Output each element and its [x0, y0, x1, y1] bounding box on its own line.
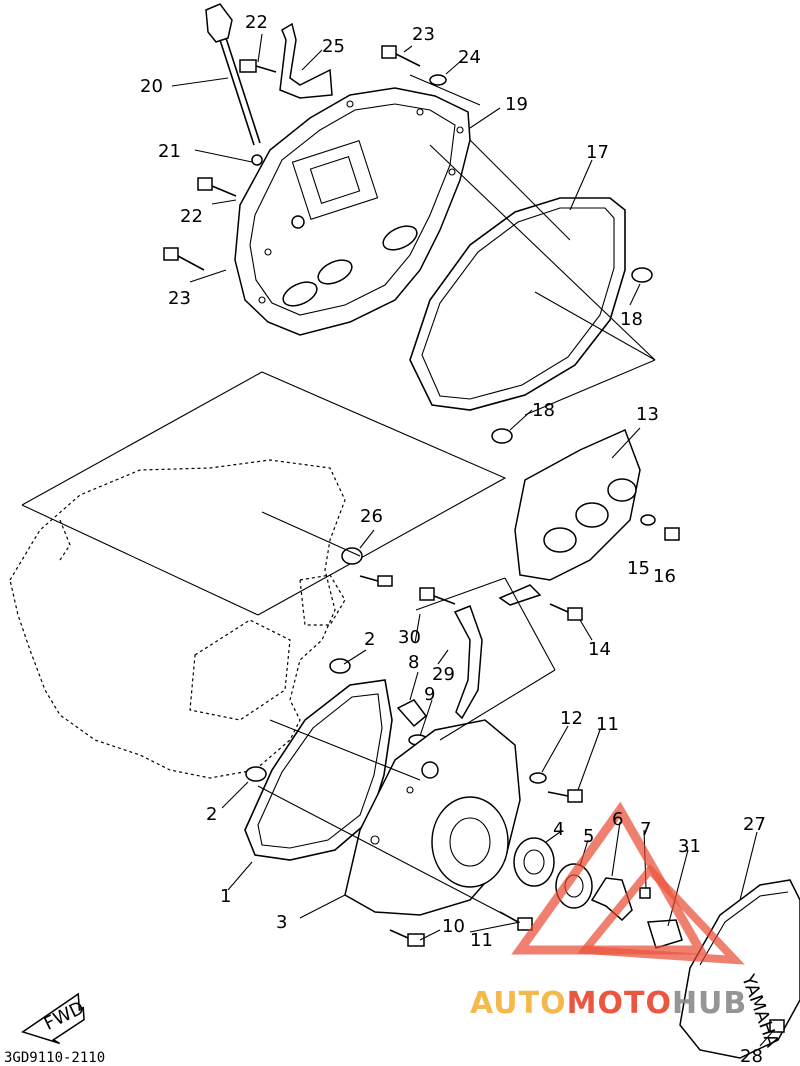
- bolt-16: [664, 527, 680, 541]
- label-22-top: 22: [245, 12, 268, 33]
- bearing-5: [555, 863, 593, 909]
- dowel-26: [341, 547, 363, 565]
- label-23-left: 23: [168, 288, 191, 309]
- crankcase-outline: [9, 459, 346, 779]
- oil-seal-4: [513, 837, 555, 887]
- bolt-22-left: [197, 177, 237, 197]
- plug-8: [396, 699, 428, 728]
- bolt-26-lower: [359, 575, 393, 587]
- screw-7: [639, 887, 651, 899]
- label-28: 28: [740, 1046, 763, 1066]
- bracket-25: [279, 22, 333, 99]
- label-5: 5: [583, 826, 594, 847]
- label-27: 27: [743, 814, 766, 835]
- label-8: 8: [408, 652, 419, 673]
- label-11-right: 11: [596, 714, 619, 735]
- crankcase-cover-19: [234, 87, 471, 336]
- leader-lines-top: [171, 33, 656, 431]
- diagram-code: 3GD9110-2110: [4, 1050, 105, 1066]
- label-21: 21: [158, 141, 181, 162]
- label-2-upper: 2: [364, 629, 375, 650]
- watermark-logo: AUTOMOTOHUB: [470, 801, 747, 1021]
- dowel-18-right: [631, 267, 653, 283]
- label-7: 7: [640, 819, 651, 840]
- label-13: 13: [636, 404, 659, 425]
- label-9: 9: [424, 684, 435, 705]
- label-17: 17: [586, 142, 609, 163]
- label-30: 30: [398, 627, 421, 648]
- label-19: 19: [505, 94, 528, 115]
- fwd-arrow-icon: FWD: [21, 992, 88, 1045]
- label-24: 24: [458, 47, 481, 68]
- bolt-14: [549, 603, 583, 621]
- shaft-31: [647, 919, 683, 949]
- gasket-17: [409, 197, 626, 411]
- washer-15: [640, 514, 656, 526]
- label-10: 10: [442, 916, 465, 937]
- label-4: 4: [553, 819, 564, 840]
- bolt-28: [769, 1019, 785, 1033]
- label-14: 14: [588, 639, 611, 660]
- label-12: 12: [560, 708, 583, 729]
- assembly-outline: [21, 371, 507, 616]
- leader-lines-middle: [261, 427, 641, 671]
- guide-29: [453, 605, 483, 720]
- label-3: 3: [276, 912, 287, 933]
- cover-27: [679, 879, 800, 1059]
- bolt-11-right: [547, 789, 583, 803]
- label-22-left: 22: [180, 206, 203, 227]
- label-2-lower: 2: [206, 804, 217, 825]
- bolt-10: [389, 929, 425, 947]
- label-11-lower: 11: [470, 930, 493, 951]
- bolt-30: [419, 587, 456, 605]
- label-15: 15: [627, 558, 650, 579]
- label-29: 29: [432, 664, 455, 685]
- label-18-bottom: 18: [532, 400, 555, 421]
- dipstick-20: [205, 3, 263, 166]
- washer-24: [429, 74, 447, 86]
- bolt-23-left: [163, 247, 205, 271]
- dowel-18-bottom: [491, 428, 513, 444]
- dowel-2-lower: [245, 766, 267, 782]
- label-26: 26: [360, 506, 383, 527]
- label-20: 20: [140, 76, 163, 97]
- watermark-auto: AUTOMOTOHUB: [470, 986, 747, 1021]
- bolt-22-top: [239, 59, 277, 73]
- washer-12: [529, 772, 547, 784]
- label-25: 25: [322, 36, 345, 57]
- label-23-top: 23: [412, 24, 435, 45]
- dowel-2-upper: [329, 658, 351, 674]
- label-1: 1: [220, 886, 231, 907]
- label-31: 31: [678, 836, 701, 857]
- label-6: 6: [612, 809, 623, 830]
- bolt-23-top: [381, 45, 421, 67]
- label-18-right: 18: [620, 309, 643, 330]
- label-16: 16: [653, 566, 676, 587]
- leader-lines-lower: [221, 613, 775, 1047]
- pulser-cover-13: [498, 428, 641, 606]
- crankcase-cover-3: [344, 719, 521, 916]
